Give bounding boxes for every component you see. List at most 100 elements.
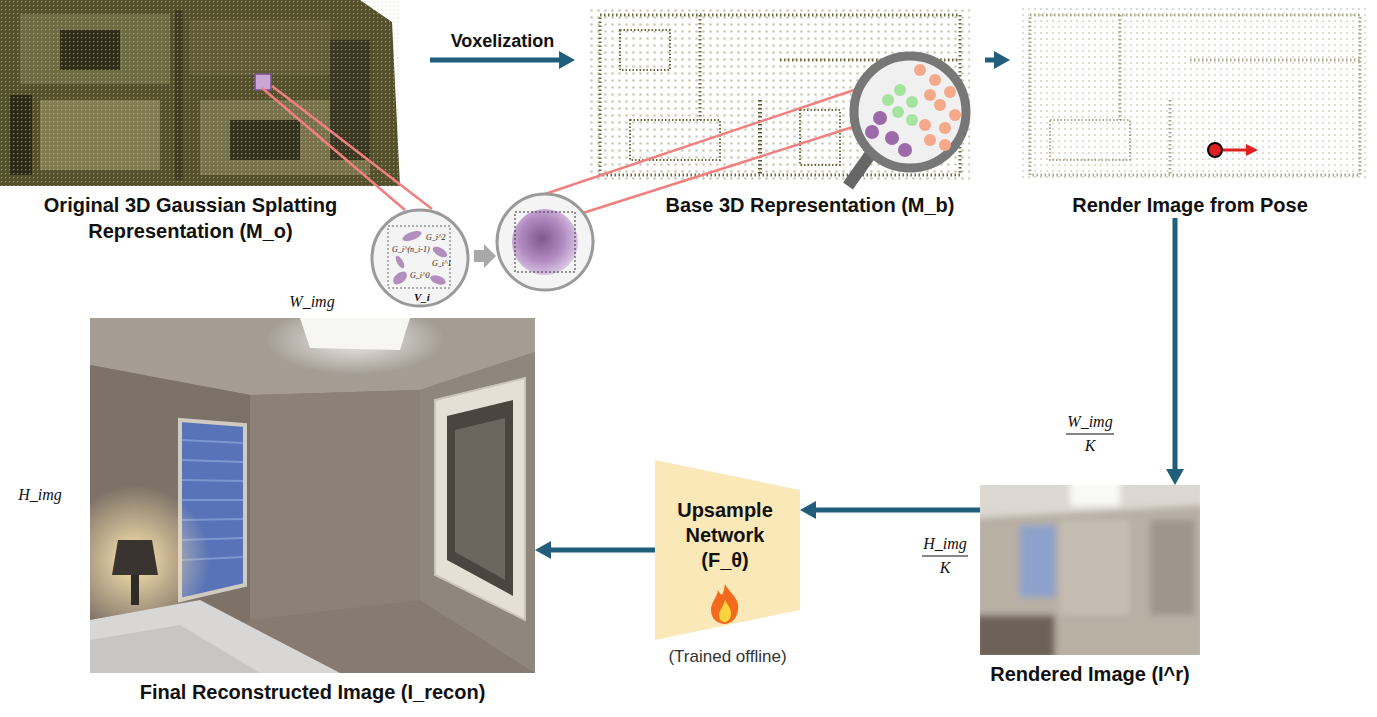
voxel-cube: [388, 226, 450, 288]
image-area: [980, 485, 1200, 655]
magnifier: [949, 109, 961, 121]
image-panel: Render Image from Pose: [1010, 0, 1377, 218]
magnifier: [924, 89, 936, 101]
magnifier: [934, 99, 946, 111]
base-voxel-scene: [620, 30, 670, 70]
image-panel: Original 3D Gaussian Splatting Represent…: [0, 0, 430, 244]
magnifier: [939, 122, 951, 134]
magnifier: [873, 111, 887, 125]
dimension-label: K: [915, 558, 975, 578]
caption: Render Image from Pose: [1040, 192, 1340, 218]
gaussian-ellipse: [394, 254, 406, 269]
trapezoid-shape: [655, 460, 800, 640]
base-voxel-scene: [699, 15, 702, 120]
image-area: G_i^2G_i^(n_i-1)G_i^1G_i^0V_i: [370, 208, 470, 308]
magnifier: [848, 152, 872, 186]
zoom-leader-lines: [262, 86, 860, 213]
image-area: [90, 318, 535, 673]
dimension-label: K: [1060, 436, 1120, 456]
network-trapezoid: Upsample Network (F_θ)(Trained offline): [655, 460, 800, 668]
caption: Final Reconstructed Image (I_recon): [90, 679, 535, 705]
dimension-label: H_img: [10, 485, 70, 505]
render-voxel-scene: [1030, 15, 1360, 175]
original-gaussian-scene: [0, 0, 400, 186]
voxel-zoom-circle: G_i^2G_i^(n_i-1)G_i^1G_i^0V_i: [370, 208, 470, 308]
magnifier: [898, 143, 912, 157]
final-reconstructed-image: [265, 318, 445, 375]
transform-arrow: [474, 244, 496, 268]
final-reconstructed-image: [90, 600, 340, 673]
gaussian-ellipse: [429, 274, 447, 287]
magnifier: [906, 96, 918, 108]
image-panel: Rendered Image (I^r): [980, 485, 1200, 687]
final-reconstructed-image: [447, 400, 513, 596]
magnifier: [939, 139, 951, 151]
magnifier: [865, 125, 879, 139]
image-panel: Base 3D Representation (M_b): [575, 0, 985, 218]
original-gaussian-scene: [0, 0, 400, 186]
transform-arrow: [474, 244, 496, 268]
final-reconstructed-image: [112, 540, 158, 575]
image-area: [575, 0, 985, 186]
edge-label: Voxelization: [449, 30, 557, 52]
final-reconstructed-image: [300, 318, 410, 350]
flow-arrow: [430, 58, 565, 63]
final-reconstructed-image: [250, 390, 420, 620]
gaussian-label: V_i: [414, 291, 430, 303]
image-area: [1010, 0, 1377, 186]
voxel-gaussian-circle: [512, 209, 578, 275]
image-area: [0, 0, 430, 186]
magnifier: [914, 64, 926, 76]
final-reconstructed-image: [182, 499, 243, 501]
render-voxel-scene: [1169, 100, 1172, 175]
render-voxel-scene: [1246, 144, 1258, 156]
dimension-label: W_img: [1060, 412, 1120, 432]
render-voxel-scene: [1020, 8, 1370, 180]
rendered-lowres-image: [980, 485, 1200, 655]
render-voxel-scene: [1223, 149, 1248, 152]
rendered-lowres-image: [980, 485, 1200, 655]
final-reconstructed-image: [182, 460, 243, 462]
dimension-label: H_img: [915, 534, 975, 554]
magnifier: [848, 56, 966, 186]
flow-arrow: [985, 58, 1000, 63]
render-voxel-scene: [1190, 59, 1360, 62]
magnifier: [854, 56, 966, 168]
magnifier: [919, 119, 931, 131]
final-reconstructed-image: [90, 318, 535, 673]
dimension-label: W_img: [282, 292, 342, 312]
flame-icon: [719, 600, 731, 622]
flow-arrow: [545, 548, 655, 553]
fraction-bars: [1066, 433, 1114, 434]
magnifier: [894, 84, 906, 96]
zoom-leader-lines: [262, 88, 405, 210]
flame-icon: [711, 584, 738, 624]
zoom-leader-lines: [272, 86, 432, 209]
circle-outline: [372, 210, 468, 306]
fraction-bars: [922, 555, 968, 556]
voxel-gaussian-circle: [497, 194, 593, 290]
gaussian-label: G_i^1: [432, 259, 451, 269]
base-voxel-scene: [590, 8, 970, 180]
render-voxel-scene: [1119, 15, 1122, 120]
gaussian-label: G_i^(n_i-1): [392, 245, 430, 255]
caption: Rendered Image (I^r): [960, 661, 1220, 687]
magnifier: [882, 94, 894, 106]
final-reconstructed-image: [90, 625, 260, 673]
render-voxel-scene: [1208, 143, 1222, 157]
gaussian-label: G_i^0: [410, 271, 429, 281]
final-reconstructed-image: [182, 440, 243, 443]
final-reconstructed-image: [455, 418, 505, 580]
caption: Base 3D Representation (M_b): [645, 192, 975, 218]
magnifier: [892, 106, 904, 118]
caption: (Trained offline): [645, 646, 810, 668]
magnifier: [906, 114, 918, 126]
base-voxel-scene: [758, 100, 762, 175]
gaussian-ellipse: [431, 245, 449, 260]
base-voxel-scene: [590, 8, 970, 180]
magnifier: [885, 131, 899, 145]
rendered-lowres-image: [980, 485, 1200, 655]
network-name: Upsample Network (F_θ): [663, 498, 787, 573]
